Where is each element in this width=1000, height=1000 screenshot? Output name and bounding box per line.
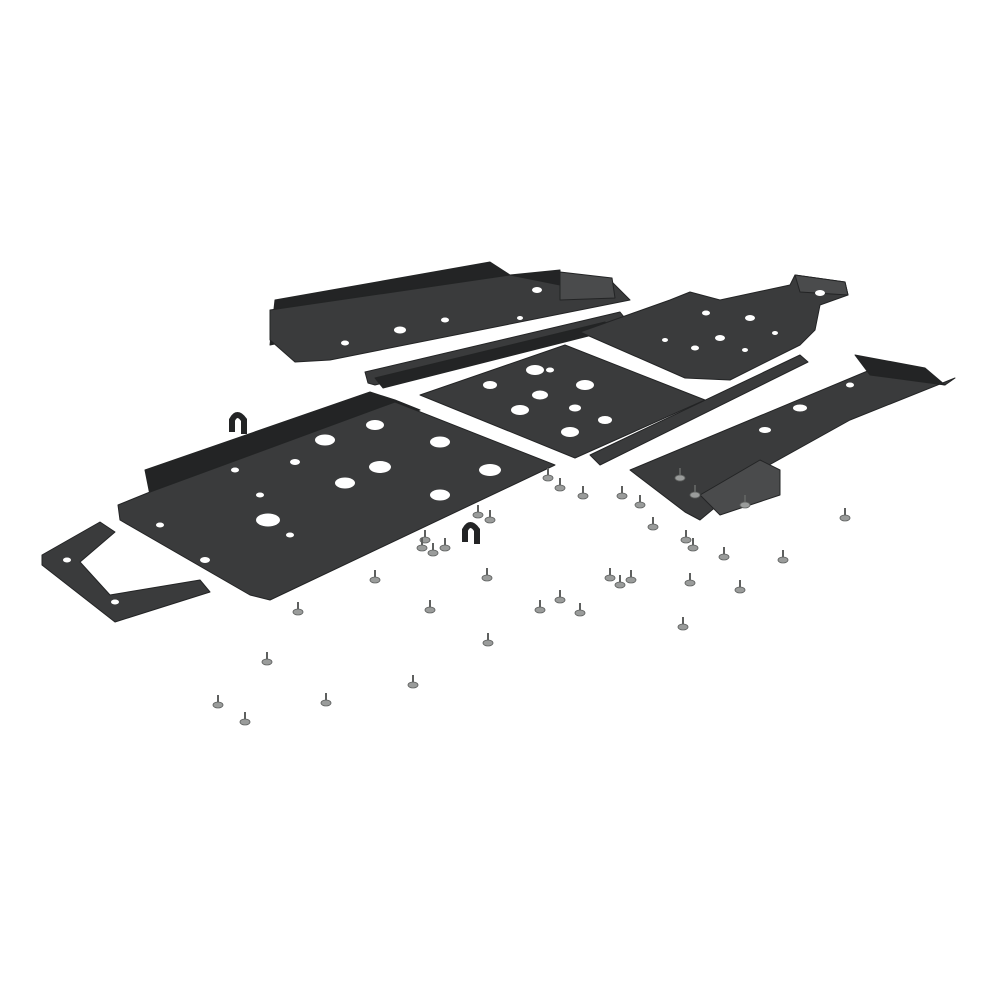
mount-hole [335, 477, 355, 489]
bolt [534, 600, 546, 614]
bolt [542, 468, 554, 482]
mount-hole [793, 404, 807, 412]
mount-hole [256, 492, 264, 498]
mount-hole [256, 513, 280, 527]
bolt [677, 617, 689, 631]
mount-hole [846, 382, 854, 388]
tow-hook-left [229, 412, 247, 434]
bolt [604, 568, 616, 582]
right-strip [589, 354, 809, 466]
bolt [839, 508, 851, 522]
front-bracket [41, 521, 211, 623]
mount-hole [815, 290, 825, 296]
mount-hole [315, 434, 335, 446]
mount-hole [759, 427, 771, 433]
mount-hole [561, 427, 579, 437]
bolt [472, 505, 484, 519]
mount-hole [532, 287, 542, 293]
mount-hole [662, 338, 668, 342]
bolt [739, 495, 751, 509]
mount-hole [702, 310, 710, 316]
mount-hole [546, 367, 554, 373]
bolt [614, 575, 626, 589]
bolt [320, 693, 332, 707]
mount-hole [742, 348, 748, 352]
bolt [674, 468, 686, 482]
bolt [689, 485, 701, 499]
bolt [427, 543, 439, 557]
mount-hole [369, 461, 391, 473]
bolt [239, 712, 251, 726]
mount-hole [156, 522, 164, 528]
left-rocker-guard [269, 261, 631, 363]
mount-hole [394, 326, 406, 334]
mount-hole [598, 416, 612, 424]
bolt [634, 495, 646, 509]
mount-hole [479, 464, 501, 476]
bolt [684, 573, 696, 587]
right-rocker-guard [629, 354, 956, 521]
bolt [777, 550, 789, 564]
mount-hole [745, 315, 755, 321]
mount-hole [366, 420, 384, 430]
bolt [554, 478, 566, 492]
bolt [647, 517, 659, 531]
mount-hole [576, 380, 594, 390]
bolt [718, 547, 730, 561]
mount-hole [715, 335, 725, 341]
bolt [574, 603, 586, 617]
bolt [261, 652, 273, 666]
mount-hole [430, 436, 450, 448]
mount-hole [63, 557, 71, 563]
mount-hole [430, 489, 450, 501]
bolt [680, 530, 692, 544]
bolt [416, 538, 428, 552]
bolt [212, 695, 224, 709]
bolt [292, 602, 304, 616]
bolt [734, 580, 746, 594]
center-plate [419, 344, 706, 459]
mount-hole [772, 331, 778, 335]
bolt [625, 570, 637, 584]
mount-hole [526, 365, 544, 375]
mount-hole [483, 381, 497, 389]
mount-hole [200, 557, 210, 563]
mount-hole [441, 317, 449, 323]
bolt [482, 633, 494, 647]
bolt [439, 538, 451, 552]
rear-plate [579, 274, 849, 381]
bolt [484, 510, 496, 524]
bolt-set [212, 468, 851, 726]
mount-hole [691, 345, 699, 351]
front-plate [117, 391, 556, 601]
bolt [481, 568, 493, 582]
bolt [616, 486, 628, 500]
bolt [424, 600, 436, 614]
bolt [369, 570, 381, 584]
bolt [407, 675, 419, 689]
mount-hole [231, 467, 239, 473]
mount-hole [111, 599, 119, 605]
bolt [687, 538, 699, 552]
mount-hole [286, 532, 294, 538]
mount-hole [341, 340, 349, 346]
tow-hook-right [462, 522, 480, 544]
mount-hole [517, 316, 523, 320]
mount-hole [290, 459, 300, 465]
mount-hole [532, 390, 548, 400]
mount-hole [569, 404, 581, 412]
mount-hole [511, 405, 529, 415]
bolt [554, 590, 566, 604]
bolt [577, 486, 589, 500]
